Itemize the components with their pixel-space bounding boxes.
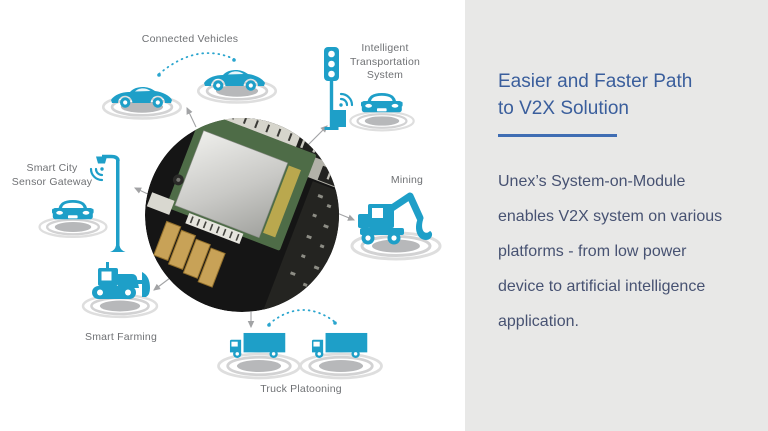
bulldozer-icon: [92, 262, 150, 299]
excavator-icon: [358, 192, 433, 245]
label-line: Sensor Gateway: [11, 175, 93, 188]
label-line: Intelligent: [361, 42, 409, 54]
heading-line: to V2X Solution: [498, 98, 629, 119]
v2v-dashed-link-icon: [158, 52, 336, 325]
car-front-icon: [361, 93, 403, 113]
wifi-signal-icon: [89, 167, 104, 182]
label-mining: Mining: [390, 174, 424, 186]
street-lamp-icon: [89, 154, 126, 252]
body-line: enables V2X system on various: [498, 208, 723, 225]
label-connected-vehicles: Connected Vehicles: [141, 33, 239, 45]
label-smart-city-sensor-gateway: Smart City Sensor Gateway: [4, 162, 100, 189]
panel-body: Unex’s System-on-Module enables V2X syst…: [498, 164, 750, 339]
label-line: System: [366, 69, 404, 81]
body-line: Unex’s System-on-Module: [498, 173, 686, 190]
heading-line: Easier and Faster Path: [498, 71, 693, 92]
side-panel: Easier and Faster Path to V2X Solution U…: [465, 0, 768, 431]
arrow-to-mining: [336, 212, 356, 221]
v2v-link-endpoints: [157, 58, 337, 327]
label-intelligent-transportation-system: Intelligent Transportation System: [344, 42, 426, 83]
wifi-signal-icon: [339, 92, 354, 107]
panel-heading: Easier and Faster Path to V2X Solution: [498, 68, 750, 122]
heading-underline: [498, 134, 617, 137]
label-smart-farming: Smart Farming: [84, 331, 158, 343]
traffic-light-icon: [324, 47, 354, 130]
label-truck-platooning: Truck Platooning: [260, 383, 342, 395]
label-line: Transportation: [349, 55, 421, 68]
diagram-graphic: [38, 47, 442, 380]
arrow-to-its: [306, 125, 328, 147]
body-line: application.: [498, 313, 579, 330]
v2x-usecase-diagram: Connected Vehicles Intelligent Transport…: [4, 33, 442, 395]
car-front-icon: [52, 200, 94, 220]
label-line: Smart City: [26, 162, 78, 174]
arrow-to-connected-vehicles: [186, 107, 197, 128]
connector-arrows: [134, 107, 356, 329]
system-on-module-photo: [145, 118, 339, 312]
body-line: platforms - from low power: [498, 243, 687, 260]
body-line: device to artificial intelligence: [498, 278, 706, 295]
